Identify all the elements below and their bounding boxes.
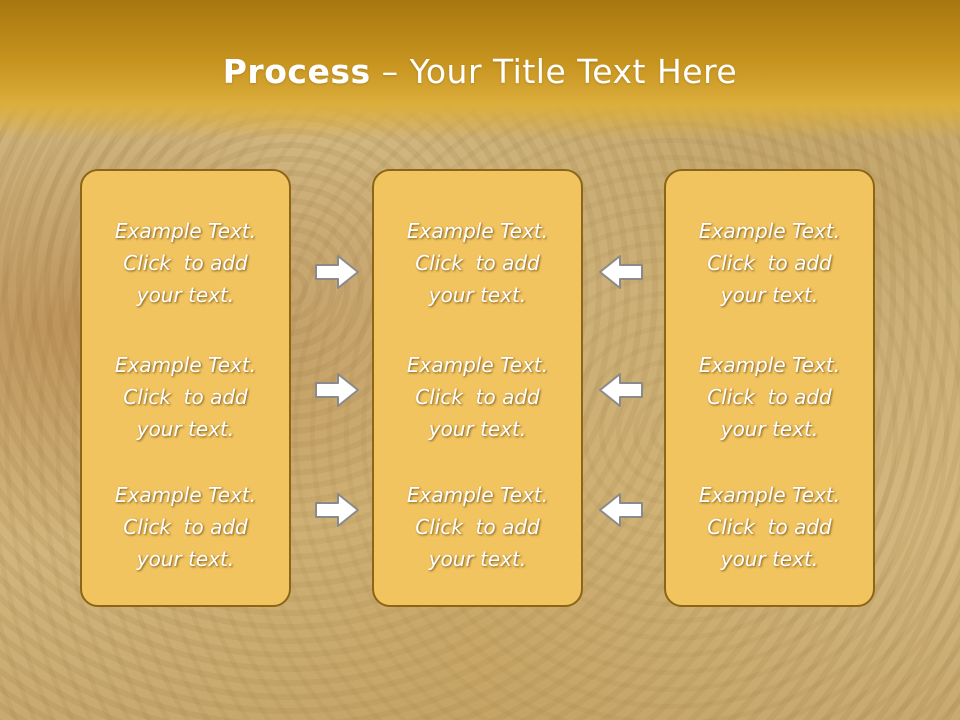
text-line: your text. [136,547,235,571]
text-block[interactable]: Example Text. Click to add your text. [82,349,289,445]
left-arrow-icon[interactable] [598,254,644,290]
text-line: your text. [428,547,527,571]
left-arrow-icon[interactable] [598,492,644,528]
text-block[interactable]: Example Text. Click to add your text. [82,215,289,311]
text-line: Click to add [123,251,248,275]
text-block[interactable]: Example Text. Click to add your text. [374,479,581,575]
text-block[interactable]: Example Text. Click to add your text. [666,349,873,445]
slide-title[interactable]: Process – Your Title Text Here [0,52,960,91]
title-bold: Process [222,52,371,91]
text-line: Example Text. [698,219,841,243]
right-arrow-icon[interactable] [314,492,360,528]
text-line: Example Text. [406,483,549,507]
text-line: Click to add [415,515,540,539]
text-block[interactable]: Example Text. Click to add your text. [374,349,581,445]
text-line: Click to add [707,251,832,275]
text-line: Example Text. [114,483,257,507]
process-box-center[interactable]: Example Text. Click to add your text. Ex… [372,169,583,607]
text-line: Click to add [123,385,248,409]
process-box-right[interactable]: Example Text. Click to add your text. Ex… [664,169,875,607]
text-block[interactable]: Example Text. Click to add your text. [666,215,873,311]
text-line: Click to add [415,251,540,275]
right-arrow-icon[interactable] [314,372,360,408]
text-line: your text. [136,283,235,307]
text-block[interactable]: Example Text. Click to add your text. [374,215,581,311]
text-line: Example Text. [406,353,549,377]
text-line: Example Text. [114,219,257,243]
text-line: your text. [428,417,527,441]
title-rest: – Your Title Text Here [370,52,738,91]
text-line: your text. [720,283,819,307]
process-box-left[interactable]: Example Text. Click to add your text. Ex… [80,169,291,607]
text-block[interactable]: Example Text. Click to add your text. [666,479,873,575]
text-line: Example Text. [406,219,549,243]
text-line: Example Text. [698,483,841,507]
text-line: Example Text. [698,353,841,377]
text-line: your text. [720,417,819,441]
right-arrow-icon[interactable] [314,254,360,290]
text-line: your text. [720,547,819,571]
text-line: Click to add [415,385,540,409]
text-line: Click to add [123,515,248,539]
left-arrow-icon[interactable] [598,372,644,408]
title-bar [0,0,960,140]
text-line: Click to add [707,515,832,539]
text-line: Example Text. [114,353,257,377]
text-line: Click to add [707,385,832,409]
text-line: your text. [428,283,527,307]
text-line: your text. [136,417,235,441]
text-block[interactable]: Example Text. Click to add your text. [82,479,289,575]
